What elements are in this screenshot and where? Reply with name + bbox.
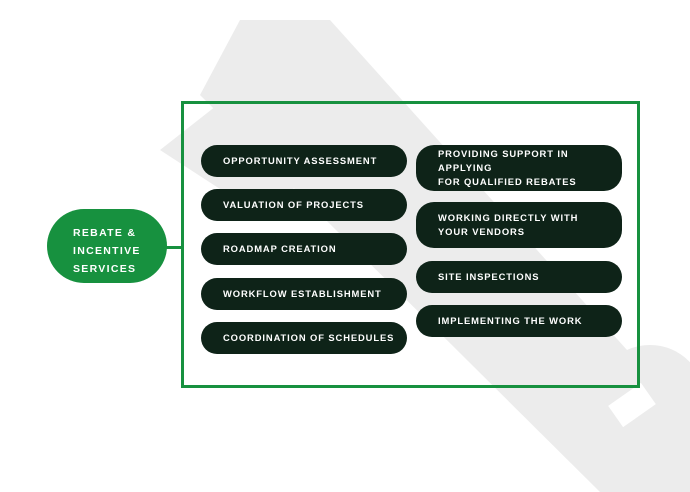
- service-workflow-establishment: WORKFLOW ESTABLISHMENT: [201, 278, 407, 310]
- rebate-incentive-hub: REBATE & INCENTIVE SERVICES: [47, 209, 167, 283]
- hub-connector: [166, 246, 182, 249]
- service-valuation-of-projects: VALUATION OF PROJECTS: [201, 189, 407, 221]
- service-roadmap-creation: ROADMAP CREATION: [201, 233, 407, 265]
- service-implementing-the-work: IMPLEMENTING THE WORK: [416, 305, 622, 337]
- service-coordination-of-schedules: COORDINATION OF SCHEDULES: [201, 322, 407, 354]
- service-site-inspections: SITE INSPECTIONS: [416, 261, 622, 293]
- service-rebate-application-support: PROVIDING SUPPORT IN APPLYING FOR QUALIF…: [416, 145, 622, 191]
- service-opportunity-assessment: OPPORTUNITY ASSESSMENT: [201, 145, 407, 177]
- services-frame: [181, 101, 640, 388]
- service-vendor-coordination: WORKING DIRECTLY WITH YOUR VENDORS: [416, 202, 622, 248]
